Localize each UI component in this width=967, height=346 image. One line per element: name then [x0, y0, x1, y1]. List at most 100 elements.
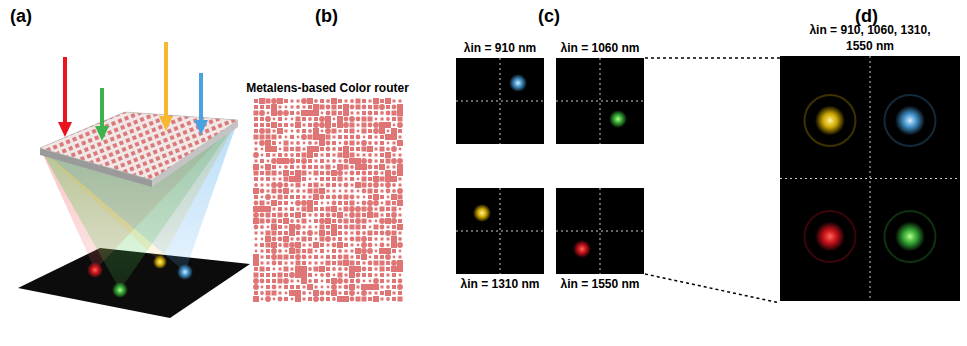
meta-atom [283, 278, 289, 284]
meta-atom [283, 110, 289, 116]
meta-atom [338, 190, 341, 193]
meta-atom [272, 213, 276, 217]
meta-atom [391, 171, 396, 176]
meta-atom [332, 274, 335, 277]
meta-atom [355, 164, 361, 170]
meta-atom [254, 148, 257, 151]
meta-atom [259, 201, 264, 206]
meta-atom [302, 231, 306, 235]
meta-atom [391, 194, 397, 200]
meta-atom [283, 170, 289, 176]
meta-atom [343, 279, 348, 284]
meta-atom [373, 98, 379, 104]
meta-atom [319, 188, 325, 194]
meta-atom [313, 110, 319, 116]
meta-atom [278, 225, 282, 229]
meta-atom [284, 118, 287, 121]
meta-atom [338, 249, 342, 253]
meta-atom [283, 213, 288, 218]
meta-atom [266, 160, 269, 163]
meta-atom [379, 164, 385, 170]
meta-atom [295, 272, 301, 278]
meta-atom [253, 188, 259, 194]
panel-letter: (d) [855, 6, 878, 26]
meta-atom [253, 273, 258, 278]
meta-atom [308, 255, 312, 259]
meta-atom [265, 164, 271, 170]
meta-atom [391, 218, 397, 224]
meta-atom [338, 183, 342, 187]
meta-atom [296, 231, 300, 235]
meta-atom [314, 262, 317, 265]
panel-letter: (a) [10, 6, 32, 26]
meta-atom [380, 172, 383, 175]
meta-atom [320, 262, 323, 265]
panel-figure [253, 98, 403, 302]
meta-atom [266, 255, 270, 259]
meta-atom [379, 243, 384, 248]
meta-atom [319, 105, 324, 110]
focal-ring [805, 95, 856, 146]
meta-atom [355, 279, 360, 284]
meta-atom [260, 117, 264, 121]
meta-atom [367, 146, 373, 152]
meta-atom [380, 298, 383, 301]
meta-atom [265, 116, 271, 122]
meta-atom [338, 135, 342, 139]
meta-atom [379, 147, 384, 152]
meta-atom [313, 296, 319, 302]
meta-atom [313, 183, 318, 188]
meta-atom [260, 105, 264, 109]
meta-atom [260, 148, 263, 151]
meta-atom [361, 219, 366, 224]
meta-atom [379, 231, 384, 236]
meta-atom [308, 237, 312, 241]
meta-atom [355, 182, 361, 188]
meta-atom [373, 171, 378, 176]
meta-atom [344, 291, 348, 295]
blue-focus [177, 264, 193, 280]
meta-atom [356, 292, 359, 295]
meta-atom [338, 267, 342, 271]
meta-atom [355, 218, 361, 224]
meta-atom [320, 99, 324, 103]
meta-atom [308, 165, 312, 169]
meta-atom [265, 206, 271, 212]
meta-atom [374, 148, 377, 151]
meta-atom [343, 296, 349, 302]
meta-atom [332, 154, 335, 157]
meta-atom [337, 122, 343, 128]
meta-atom [308, 297, 312, 301]
meta-atom [338, 160, 341, 163]
meta-atom [302, 244, 305, 247]
meta-atom [302, 190, 305, 193]
meta-atom [253, 111, 258, 116]
meta-atom [386, 261, 390, 265]
meta-atom [319, 140, 325, 146]
meta-atom [374, 160, 377, 163]
meta-atom [308, 172, 311, 175]
meta-atom [278, 292, 281, 295]
meta-atom [308, 220, 311, 223]
meta-atom [277, 128, 283, 134]
meta-atom [374, 208, 377, 211]
meta-atom [392, 201, 396, 205]
meta-atom [320, 171, 324, 175]
meta-atom [332, 190, 335, 193]
meta-atom [301, 237, 306, 242]
meta-atom [260, 286, 263, 289]
meta-atom [290, 238, 293, 241]
meta-atom [301, 110, 307, 116]
meta-atom [397, 104, 403, 110]
meta-atom [272, 130, 275, 133]
meta-atom [355, 273, 360, 278]
meta-atom [254, 117, 258, 121]
meta-atom [379, 248, 385, 254]
meta-atom [266, 273, 270, 277]
meta-atom [277, 189, 282, 194]
meta-atom [325, 273, 330, 278]
meta-atom [386, 130, 389, 133]
meta-atom [325, 236, 331, 242]
meta-atom [326, 153, 330, 157]
